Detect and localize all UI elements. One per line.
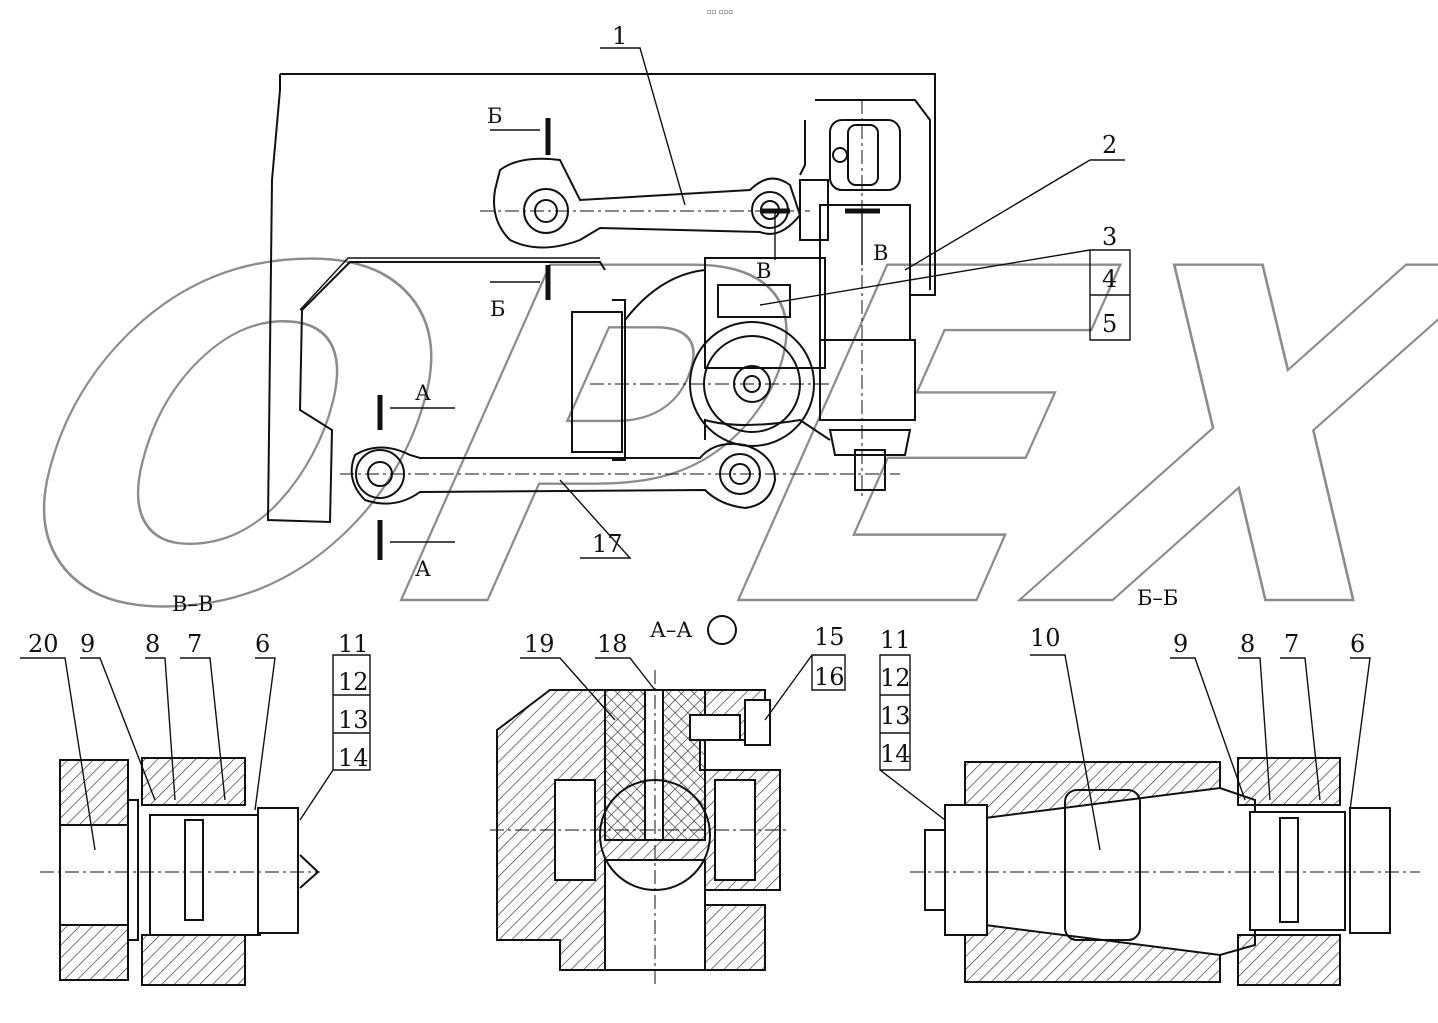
title-section-vv: В–В [172,592,213,616]
callout-20: 20 [28,630,59,658]
callout-15: 15 [814,623,845,651]
section-b-b [879,654,1420,986]
watermark-logo: OPEX [0,174,1438,710]
mark-b-top: Б [487,104,502,128]
callout-17: 17 [592,530,623,558]
mark-a-bottom: А [415,557,431,581]
callout-13-right: 13 [880,702,911,730]
callout-18: 18 [597,630,628,658]
callout-6-left: 6 [255,630,270,658]
callout-16: 16 [814,663,845,691]
mark-v-right: В [873,241,888,265]
callout-12-right: 12 [880,664,911,692]
callout-2: 2 [1102,131,1117,159]
callout-14-left: 14 [338,744,369,772]
callout-12-left: 12 [338,668,369,696]
callout-19: 19 [524,630,555,658]
callout-3: 3 [1102,223,1117,251]
callout-8-right: 8 [1240,630,1255,658]
callout-6-right: 6 [1350,630,1365,658]
callout-9-left: 9 [80,630,95,658]
callout-1: 1 [612,22,627,50]
callout-7-right: 7 [1284,630,1299,658]
callout-7-left: 7 [187,630,202,658]
section-marks: Б Б В В А А [415,104,888,581]
callout-4: 4 [1102,265,1117,293]
callout-11-left: 11 [338,630,369,658]
callout-8-left: 8 [145,630,160,658]
callout-5: 5 [1102,310,1117,338]
mark-v-left: В [756,259,771,283]
section-v-v [20,654,371,986]
callout-13-left: 13 [338,706,369,734]
callout-14-right: 14 [880,740,911,768]
section-titles: В–В А–А Б–Б [172,586,1178,642]
callout-labels: 1 2 3 4 5 17 20 9 8 7 6 11 12 13 14 19 1… [28,22,1365,772]
section-a-a [490,615,846,985]
top-view [266,47,1131,560]
callout-11-right: 11 [880,626,911,654]
mark-b-bottom: Б [490,297,505,321]
callout-10: 10 [1030,624,1061,652]
callout-9-right: 9 [1173,630,1188,658]
mark-a-top: А [415,381,431,405]
title-section-bb: Б–Б [1137,586,1178,610]
title-section-aa: А–А [650,618,692,642]
header-mark: ▫▫ ▫▫▫ [707,8,733,16]
